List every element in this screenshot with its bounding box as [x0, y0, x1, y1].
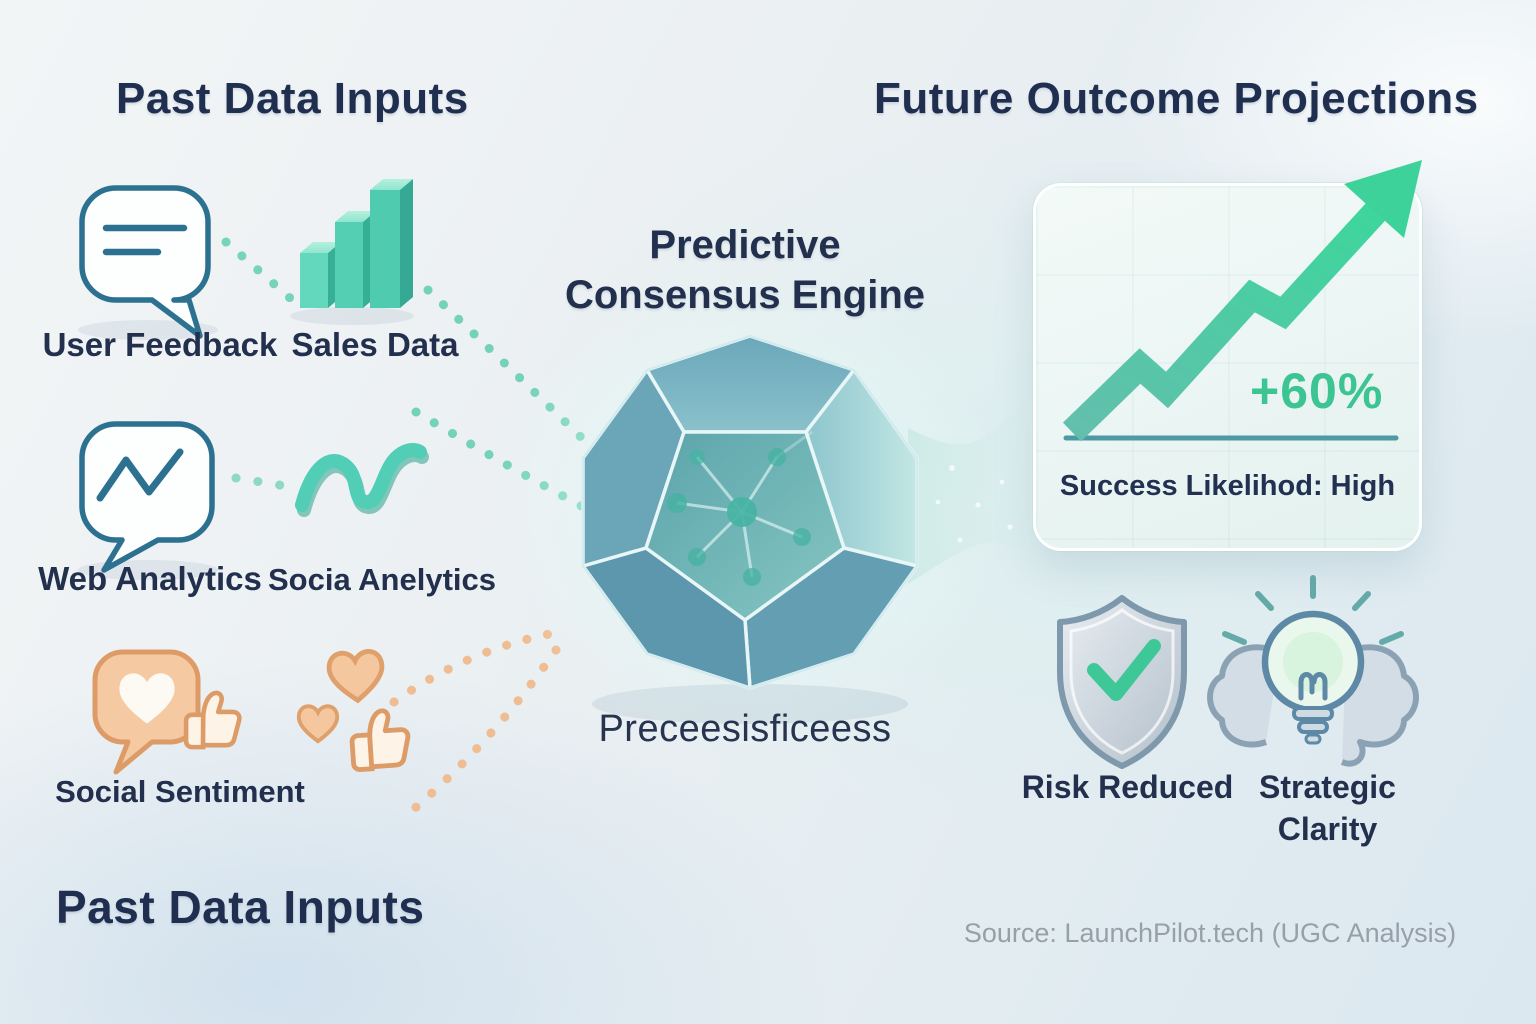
- engine-network-graph: [667, 430, 813, 586]
- source-attribution: Source: LaunchPilot.tech (UGC Analysis): [963, 918, 1457, 948]
- projection-card: +60% Success Likelihod: High: [1033, 183, 1422, 551]
- past-data-title: Past Data Inputs: [116, 74, 469, 123]
- risk-reduced-label: Risk Reduced: [1021, 769, 1234, 805]
- bulb-brain-icon: [1207, 575, 1419, 767]
- strategic-clarity-line2: Clarity: [1277, 811, 1378, 847]
- past-data-title-bottom: Past Data Inputs: [56, 881, 425, 933]
- sales-data-label: Sales Data: [291, 326, 459, 363]
- user-feedback-label: User Feedback: [42, 326, 278, 363]
- success-likelihood-caption: Success Likelihod: High: [1059, 470, 1396, 502]
- strategic-clarity-label: Strategic Clarity: [1240, 766, 1415, 850]
- future-projections-title: Future Outcome Projections: [874, 74, 1479, 123]
- analytics-bubble-icon: [78, 421, 218, 580]
- hearts-likes-icon: [92, 649, 411, 775]
- engine-title-line1: Predictive: [649, 223, 841, 267]
- bar-chart-icon: [290, 179, 414, 325]
- chat-bubble-icon: [78, 185, 218, 340]
- growth-value: +60%: [1250, 363, 1384, 419]
- engine-caption: Preceesisficeess: [598, 708, 892, 750]
- beam-sparkle-dots: [935, 465, 1013, 543]
- social-sentiment-label: Social Sentiment: [55, 774, 305, 809]
- engine-output-beam: [908, 392, 1034, 584]
- engine-title-line2: Consensus Engine: [564, 273, 926, 317]
- strategic-clarity-line1: Strategic: [1259, 769, 1396, 805]
- trend-wave-icon: [295, 443, 429, 517]
- socia-anelytics-label: Socia Anelytics: [267, 562, 496, 597]
- consensus-engine-polyhedron: [488, 272, 1008, 752]
- web-analytics-label: Web Analytics: [38, 560, 262, 597]
- shield-check-icon: [1057, 595, 1187, 769]
- engine-title: Predictive Consensus Engine: [520, 220, 970, 320]
